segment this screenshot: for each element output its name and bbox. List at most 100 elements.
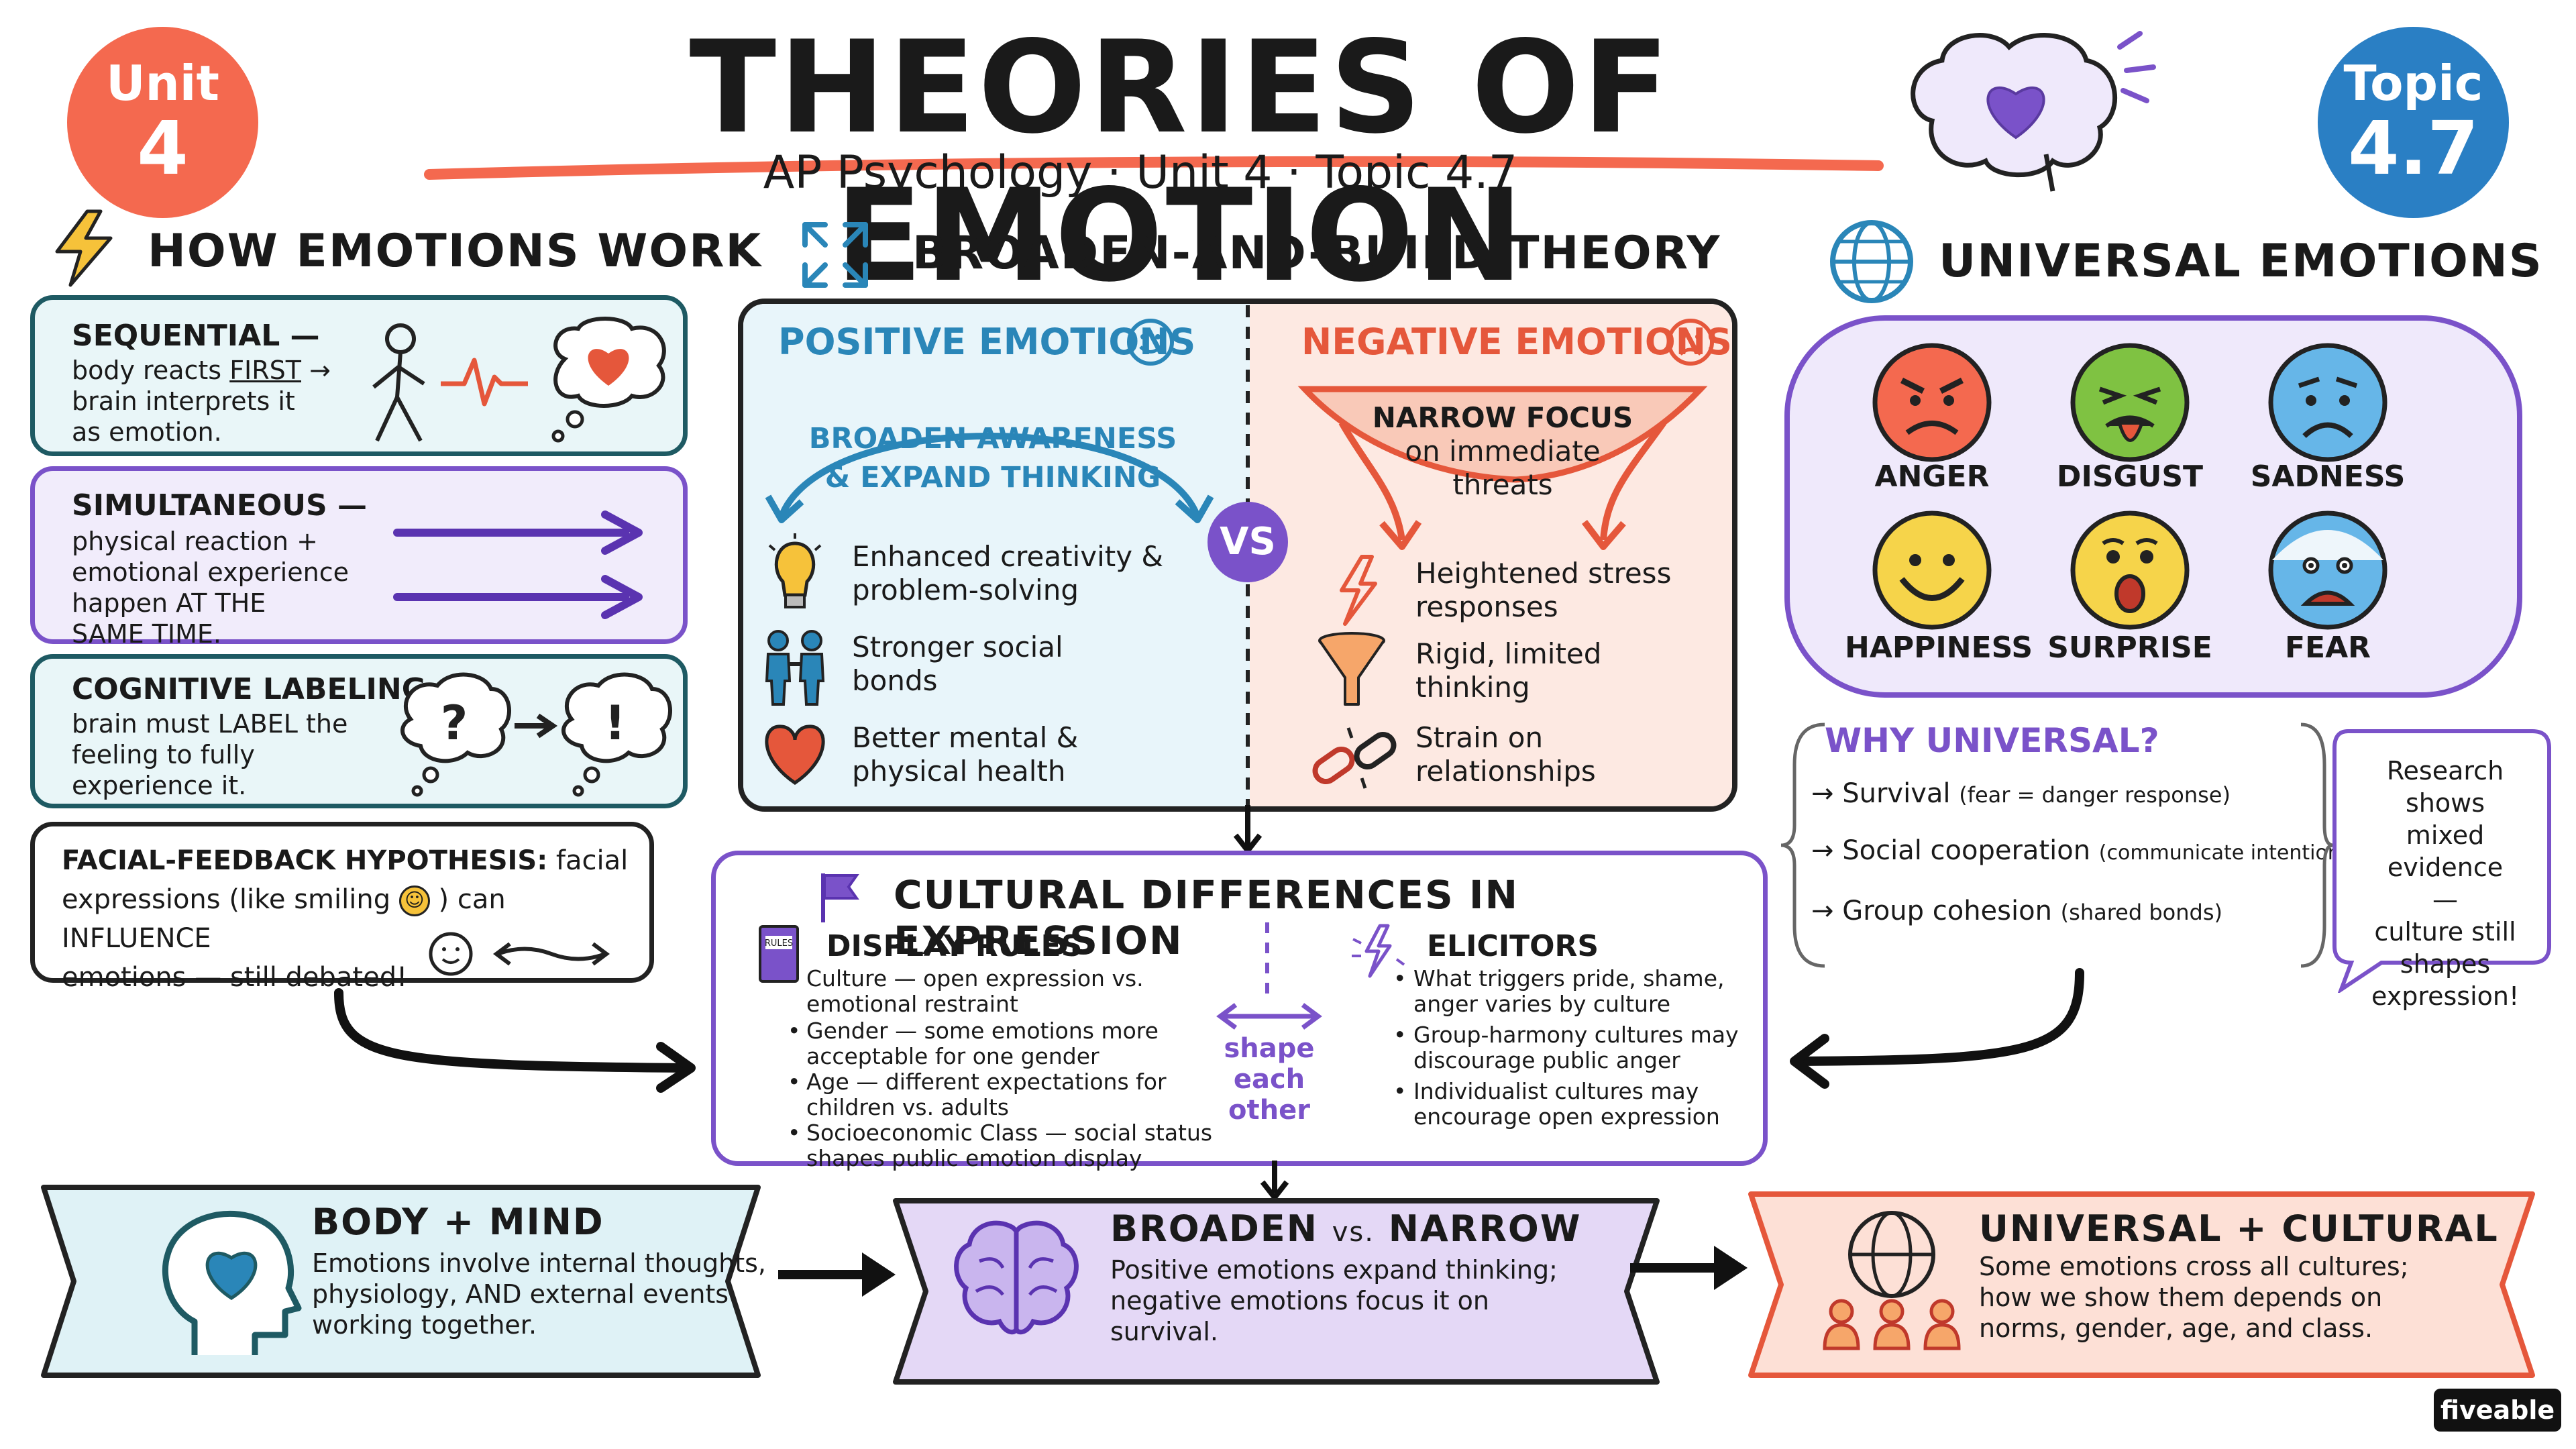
reason-3-arrow: → [1811, 896, 1843, 926]
banner-3-line-2: how we show them depends on [1979, 1283, 2383, 1312]
flag-icon [821, 873, 859, 922]
banner-3-line-3: norms, gender, age, and class. [1979, 1313, 2373, 1343]
bubble-line-3: evidence — [2387, 853, 2504, 914]
narrow-focus-line-2: on immediate [1405, 435, 1601, 468]
rules-book-icon: RULES [759, 925, 799, 983]
simultaneous-title: SIMULTANEOUS — [72, 488, 367, 523]
emotion-label-disgust: DISGUST [2056, 460, 2204, 494]
cognitive-title: COGNITIVE LABELING — [72, 672, 466, 706]
elicitor-2-line-2: discourage public anger [1413, 1047, 1680, 1073]
simultaneous-line-4: SAME TIME. [72, 619, 221, 649]
surprise-face-icon [2070, 511, 2190, 630]
globe-people-icon [1823, 1211, 1961, 1350]
facial-feedback-line-3: emotions — still debated! [62, 962, 408, 993]
elicitor-1: •What triggers pride, shame,anger varies… [1393, 965, 1725, 1017]
negative-item-3-line-2: relationships [1415, 755, 1596, 788]
brain-heart-icon [1911, 31, 2156, 192]
svg-text:?: ? [441, 696, 468, 751]
two-way-arrow-icon [1216, 1003, 1322, 1030]
head-heart-icon [162, 1210, 302, 1355]
svg-text:!: ! [604, 696, 626, 751]
positive-item-1-line-2: problem-solving [852, 574, 1079, 606]
broaden-build-heading: BROADEN-AND-BUILD THEORY [912, 227, 1721, 280]
elicitor-3-line-2: encourage open expression [1413, 1104, 1720, 1130]
positive-item-3-line-1: Better mental & [852, 721, 1079, 754]
banner-2-line-1: Positive emotions expand thinking; [1110, 1255, 1558, 1285]
banner-body-mind-text: Emotions involve internal thoughts, phys… [312, 1248, 766, 1340]
negative-title: NEGATIVE EMOTIONS [1301, 321, 1732, 363]
negative-item-3-line-1: Strain on [1415, 721, 1544, 754]
bubble-line-2: shows mixed [2405, 788, 2485, 850]
reason-1-note: (fear = danger response) [1959, 782, 2231, 808]
happiness-face-icon [1872, 511, 1992, 630]
funnel-icon [1318, 632, 1385, 706]
emotion-label-surprise: SURPRISE [2047, 631, 2212, 665]
topic-badge-number: 4.7 [2348, 105, 2479, 191]
reason-1-arrow: → [1811, 778, 1843, 809]
why-universal-bracket [1780, 722, 1825, 968]
spark-icon [1352, 924, 1405, 978]
facial-feedback-text: FACIAL-FEEDBACK HYPOTHESIS: facial expre… [62, 841, 639, 997]
expand-arrows-icon [802, 222, 868, 288]
heart-icon [765, 724, 825, 786]
research-bubble-text: Research shows mixed evidence — culture … [2371, 755, 2519, 1012]
face-bidirectional-icon [429, 932, 610, 976]
display-rule-3-line-1: Age — different expectations for [806, 1069, 1167, 1095]
unit-badge-number: 4 [137, 105, 189, 191]
cultural-heading: CULTURAL DIFFERENCES IN EXPRESSION [894, 872, 1519, 963]
sequential-text-a: body reacts [72, 356, 230, 385]
reason-2: → Social cooperation (communicate intent… [1811, 835, 2359, 866]
right-to-cultural-arrow [1790, 968, 2084, 1089]
cognitive-box: COGNITIVE LABELING — brain must LABEL th… [30, 654, 688, 808]
banner-broaden-narrow-text: Positive emotions expand thinking; negat… [1110, 1254, 1558, 1347]
reason-2-main: Social cooperation [1842, 835, 2091, 866]
narrow-focus-label: NARROW FOCUS on immediate threats [1368, 401, 1637, 502]
banner-1-line-1: Emotions involve internal thoughts, [312, 1248, 767, 1278]
reason-1: → Survival (fear = danger response) [1811, 778, 2231, 809]
elicitor-3-line-1: Individualist cultures may [1413, 1078, 1699, 1104]
reason-1-main: Survival [1842, 778, 1951, 809]
emotion-label-happiness: HAPPINESS [1845, 631, 2033, 665]
display-rules-title: DISPLAY RULES [826, 929, 1083, 963]
bubble-line-4: culture still [2374, 917, 2516, 947]
facial-feedback-title: FACIAL-FEEDBACK HYPOTHESIS: [62, 845, 548, 876]
cultural-to-banner-arrow [1260, 1161, 1289, 1201]
fiveable-logo: fiveable [2434, 1389, 2561, 1432]
vs-badge: VS [1208, 502, 1288, 582]
shape-line-3: other [1228, 1095, 1310, 1126]
banner-1-line-2: physiology, AND external events [312, 1279, 729, 1309]
positive-title: POSITIVE EMOTIONS [778, 321, 1196, 363]
elicitors-title: ELICITORS [1427, 929, 1599, 963]
heartbeat-icon [441, 358, 528, 407]
display-rule-2-line-2: acceptable for one gender [806, 1043, 1099, 1069]
banner-3-line-1: Some emotions cross all cultures; [1979, 1252, 2409, 1281]
negative-item-1-line-2: responses [1415, 590, 1558, 623]
banner-2-title-a: BROADEN [1110, 1208, 1318, 1250]
bubble-line-1: Research [2386, 756, 2504, 786]
elicitors-list: •What triggers pride, shame,anger varies… [1387, 966, 1762, 1130]
sequential-text-c: brain interprets it [72, 386, 295, 416]
display-rules-list: Culture — open expression vs.emotional r… [780, 966, 1249, 1171]
topic-badge: Topic 4.7 [2318, 27, 2509, 218]
walking-figure-icon [372, 323, 425, 442]
display-rule-4-line-1: Socioeconomic Class — social status [806, 1120, 1213, 1146]
broken-chain-icon [1312, 727, 1397, 789]
positive-item-3-line-2: physical health [852, 755, 1066, 788]
sequential-text: body reacts FIRST → brain interprets it … [72, 355, 354, 447]
left-to-cultural-arrow [334, 988, 696, 1093]
negative-item-2-line-1: Rigid, limited [1415, 637, 1602, 670]
lightning-icon [55, 209, 113, 287]
shape-each-other-label: shape each other [1216, 1033, 1323, 1126]
negative-item-2-line-2: thinking [1415, 671, 1530, 704]
cultural-differences-box: CULTURAL DIFFERENCES IN EXPRESSION RULES… [711, 851, 1768, 1171]
banner-broaden-narrow-shape [893, 1198, 1660, 1385]
negative-item-1-line-1: Heightened stress [1415, 557, 1672, 590]
reason-2-arrow: → [1811, 835, 1843, 866]
bubble-line-6: expression! [2371, 981, 2520, 1011]
universal-emotions-heading: UNIVERSAL EMOTIONS [1939, 235, 2543, 288]
cognitive-line-3: experience it. [72, 771, 247, 800]
narrow-focus-line-3: threats [1452, 468, 1553, 501]
